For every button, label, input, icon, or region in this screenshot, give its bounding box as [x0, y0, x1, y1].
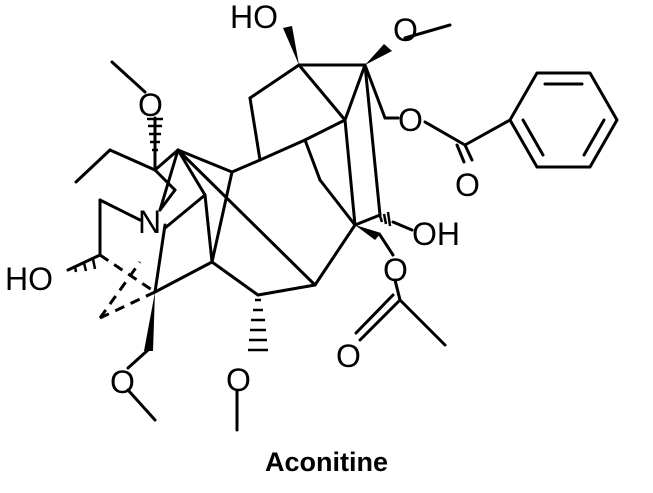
middle-ring-bonds — [153, 148, 357, 297]
atom-o-carbonyl-acetyl: O — [336, 338, 361, 374]
hash-bonds — [73, 117, 392, 352]
aconitine-structure: HO O O O O N OH O O HO O O — [5, 0, 619, 432]
atom-n-amine: N — [138, 204, 161, 240]
left-ring-bonds — [66, 148, 207, 294]
benzene-ring — [508, 71, 619, 169]
upper-ring-bonds — [176, 63, 387, 227]
atom-o-carbonyl-benzoyl: O — [455, 167, 480, 203]
substituent-bonds — [110, 23, 512, 432]
wedge-bonds — [144, 26, 392, 351]
atom-oh-right: OH — [412, 216, 460, 252]
dashed-bridge — [98, 253, 156, 320]
compound-name: Aconitine — [264, 447, 388, 477]
atom-o-left-methoxy: O — [138, 87, 163, 123]
atom-o-lower-methoxy: O — [110, 364, 135, 400]
atom-o-bottom-methoxy: O — [226, 362, 251, 398]
atom-o-ester: O — [398, 102, 423, 138]
atom-oh-left: HO — [5, 261, 53, 297]
atom-oh-top: HO — [230, 0, 278, 35]
atom-o-top-methoxy: O — [393, 12, 418, 48]
atom-o-acetate: O — [383, 252, 408, 288]
